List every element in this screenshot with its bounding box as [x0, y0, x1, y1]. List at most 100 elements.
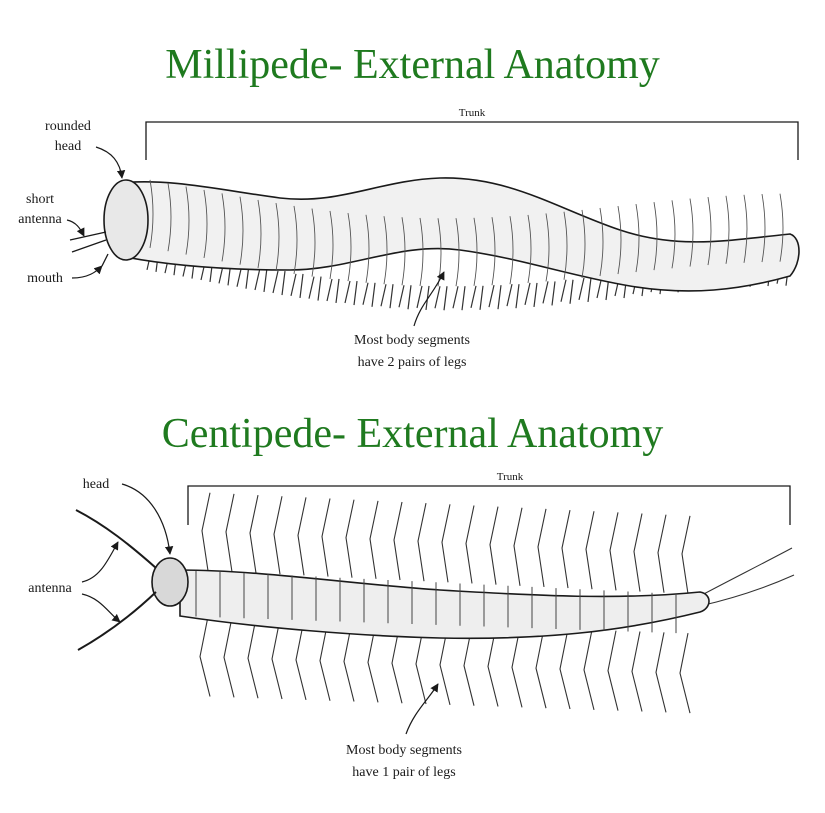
- centipede-leg: [369, 500, 379, 579]
- millipede-segment-line: [599, 207, 604, 277]
- millipede-leg: [308, 276, 315, 299]
- millipede-segment-line: [473, 217, 478, 286]
- millipede-leg: [578, 277, 585, 301]
- centipede-leg: [583, 629, 595, 710]
- millipede-leg: [497, 285, 502, 310]
- millipede-leg: [398, 285, 405, 308]
- millipede-mouth: [101, 253, 109, 267]
- centipede-leg: [441, 504, 451, 583]
- millipede-trunk-label: Trunk: [459, 107, 486, 119]
- centipede-legs-arrow: [405, 683, 439, 735]
- centipede-leg: [489, 506, 499, 585]
- millipede-segment-line: [527, 214, 532, 283]
- millipede-segment-line: [257, 199, 262, 269]
- centipede-tail-leg: [699, 574, 795, 607]
- millipede-leg: [488, 285, 495, 308]
- millipede-leg: [299, 273, 304, 299]
- millipede-leg: [326, 278, 333, 302]
- centipede-leg: [535, 628, 547, 709]
- centipede-leg: [513, 507, 523, 586]
- centipede-leg: [393, 501, 403, 581]
- centipede-leg: [297, 497, 307, 576]
- millipede-segment-line: [383, 216, 388, 285]
- centipede-antenna-arrow-upper: [81, 541, 119, 583]
- millipede-leg: [506, 284, 513, 307]
- millipede-leg: [353, 280, 358, 306]
- centipede-legs-label-2: have 1 pair of legs: [352, 765, 455, 780]
- centipede-leg: [559, 628, 571, 710]
- millipede-segment-line: [725, 195, 730, 264]
- centipede-leg: [225, 493, 235, 573]
- millipede-segment-line: [779, 193, 784, 262]
- centipede-leg: [249, 494, 259, 574]
- millipede-leg: [263, 267, 268, 293]
- millipede-leg: [344, 280, 351, 304]
- centipede-leg: [465, 505, 475, 584]
- centipede-drawing: Trunk head antenna Most body segments ha…: [28, 471, 795, 780]
- millipede-leg: [470, 285, 477, 308]
- millipede-segment-line: [167, 183, 172, 252]
- millipede-segment-line: [365, 214, 370, 283]
- centipede-leg: [631, 631, 643, 712]
- millipede-segment-line: [275, 202, 280, 272]
- millipede-segment-line: [617, 205, 622, 275]
- millipede-segment-line: [545, 213, 550, 282]
- millipede-head-label-2: head: [55, 139, 81, 154]
- millipede-leg: [317, 276, 322, 301]
- millipede-leg: [551, 281, 556, 306]
- millipede-segment-line: [401, 217, 406, 286]
- centipede-head: [151, 557, 189, 607]
- centipede-leg: [417, 503, 427, 582]
- millipede-leg: [560, 279, 567, 302]
- centipede-leg: [345, 499, 355, 578]
- centipede-leg: [585, 511, 595, 590]
- millipede-segment-line: [635, 203, 640, 273]
- millipede-leg: [434, 286, 441, 309]
- millipede-leg: [479, 285, 484, 310]
- millipede-antenna-label-1: short: [26, 192, 54, 207]
- millipede-leg: [389, 284, 394, 309]
- millipede-leg: [452, 286, 459, 309]
- millipede-head-label-1: rounded: [45, 119, 91, 134]
- millipede-segment-line: [311, 208, 316, 277]
- millipede-leg: [587, 277, 592, 302]
- millipede-segment-line: [329, 210, 334, 280]
- centipede-legs-label-1: Most body segments: [346, 743, 462, 758]
- millipede-segment-line: [419, 217, 424, 287]
- centipede-head-arrow: [121, 483, 174, 555]
- centipede-legs: [199, 492, 795, 714]
- millipede-leg: [254, 267, 261, 291]
- centipede-leg: [609, 512, 619, 591]
- millipede-leg: [272, 270, 279, 294]
- millipede-legs-label-1: Most body segments: [354, 333, 470, 348]
- millipede-segment-line: [239, 196, 244, 265]
- millipede-leg: [281, 270, 286, 296]
- centipede-leg: [271, 618, 283, 700]
- millipede-leg: [290, 273, 297, 297]
- millipede-segment-line: [293, 205, 298, 275]
- centipede-leg: [607, 630, 619, 711]
- millipede-segment-line: [491, 217, 496, 286]
- millipede-mouth-arrow: [71, 265, 103, 279]
- millipede-leg: [335, 278, 340, 304]
- millipede-title: Millipede- External Anatomy: [165, 42, 660, 88]
- centipede-leg: [201, 492, 211, 571]
- centipede-head-label: head: [83, 477, 109, 492]
- millipede-head: [103, 179, 149, 261]
- millipede-mouth-label: mouth: [27, 271, 63, 286]
- centipede-leg: [655, 632, 667, 713]
- millipede-leg: [407, 285, 412, 310]
- centipede-leg: [295, 619, 307, 701]
- millipede-body: [104, 177, 800, 292]
- centipede-segments: [195, 570, 677, 634]
- millipede-leg: [416, 285, 423, 309]
- millipede-legs-arrow: [413, 271, 445, 327]
- millipede-segment-line: [653, 202, 658, 271]
- millipede-leg: [371, 282, 376, 307]
- millipede-segment-line: [203, 189, 208, 259]
- millipede-segment-line: [149, 179, 154, 248]
- centipede-antennae: [75, 509, 157, 651]
- millipede-leg: [362, 282, 369, 305]
- millipede-leg: [569, 279, 574, 304]
